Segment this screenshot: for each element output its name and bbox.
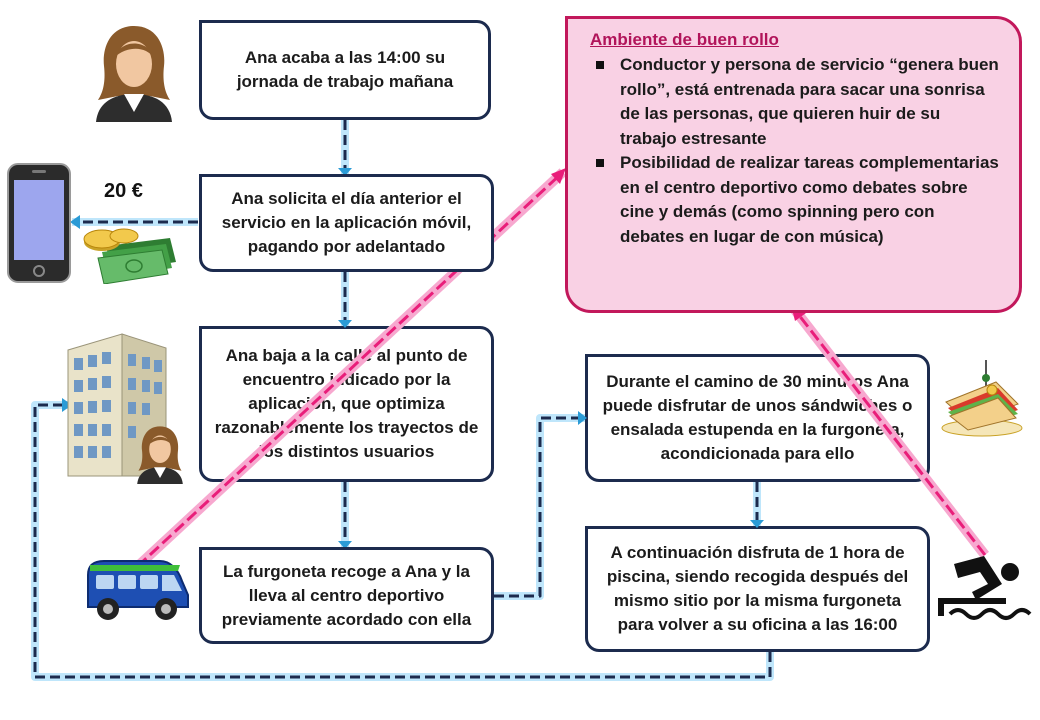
note-bullets: Conductor y persona de servicio “genera … bbox=[590, 53, 1001, 249]
step-6-text: A continuación disfruta de 1 hora de pis… bbox=[606, 543, 909, 634]
note-bullet-1: Conductor y persona de servicio “genera … bbox=[596, 53, 1001, 151]
good-vibes-note: Ambiente de buen rollo Conductor y perso… bbox=[565, 16, 1022, 313]
step-2-text: Ana solicita el día anterior el servicio… bbox=[221, 189, 472, 256]
money-icon bbox=[83, 228, 176, 284]
arrowhead-phone bbox=[70, 215, 80, 229]
pink-arrow-swimmer-note bbox=[793, 309, 987, 556]
arrowhead-box6 bbox=[750, 520, 764, 528]
step-box-4: La furgoneta recoge a Ana y la lleva al … bbox=[199, 547, 494, 644]
pink-arrowhead-1 bbox=[551, 168, 566, 184]
connector-return-loop bbox=[33, 403, 772, 679]
step-4-text: La furgoneta recoge a Ana y la lleva al … bbox=[221, 561, 472, 629]
sandwich-icon bbox=[941, 360, 1023, 437]
swimmer-icon bbox=[938, 556, 1032, 620]
woman-icon bbox=[137, 426, 183, 484]
arrowhead-building bbox=[62, 398, 72, 412]
arrowhead-box3 bbox=[338, 320, 352, 328]
blue-connectors bbox=[33, 120, 772, 679]
step-box-3: Ana baja a la calle al punto de encuentr… bbox=[199, 326, 494, 482]
step-box-2: Ana solicita el día anterior el servicio… bbox=[199, 174, 494, 272]
connector-box4-box5 bbox=[494, 416, 585, 598]
arrowhead-box4 bbox=[338, 541, 352, 549]
note-title: Ambiente de buen rollo bbox=[590, 30, 779, 49]
step-box-5: Durante el camino de 30 minutos Ana pued… bbox=[585, 354, 930, 482]
step-3-text: Ana baja a la calle al punto de encuentr… bbox=[214, 346, 479, 461]
step-box-1: Ana acaba a las 14:00 su jornada de trab… bbox=[199, 20, 491, 120]
price-label: 20 € bbox=[104, 180, 143, 202]
arrowhead-box2 bbox=[338, 168, 352, 176]
note-bullet-2: Posibilidad de realizar tareas complemen… bbox=[596, 151, 1001, 249]
connector-arrowheads bbox=[62, 168, 764, 549]
square-bullet-icon bbox=[596, 159, 604, 167]
step-5-text: Durante el camino de 30 minutos Ana pued… bbox=[602, 372, 913, 463]
step-box-6: A continuación disfruta de 1 hora de pis… bbox=[585, 526, 930, 652]
square-bullet-icon bbox=[596, 61, 604, 69]
van-icon bbox=[87, 560, 189, 620]
step-1-text: Ana acaba a las 14:00 su jornada de trab… bbox=[236, 48, 454, 91]
woman-icon bbox=[96, 26, 172, 122]
arrowhead-box5 bbox=[578, 411, 587, 425]
smartphone-icon bbox=[7, 163, 71, 283]
